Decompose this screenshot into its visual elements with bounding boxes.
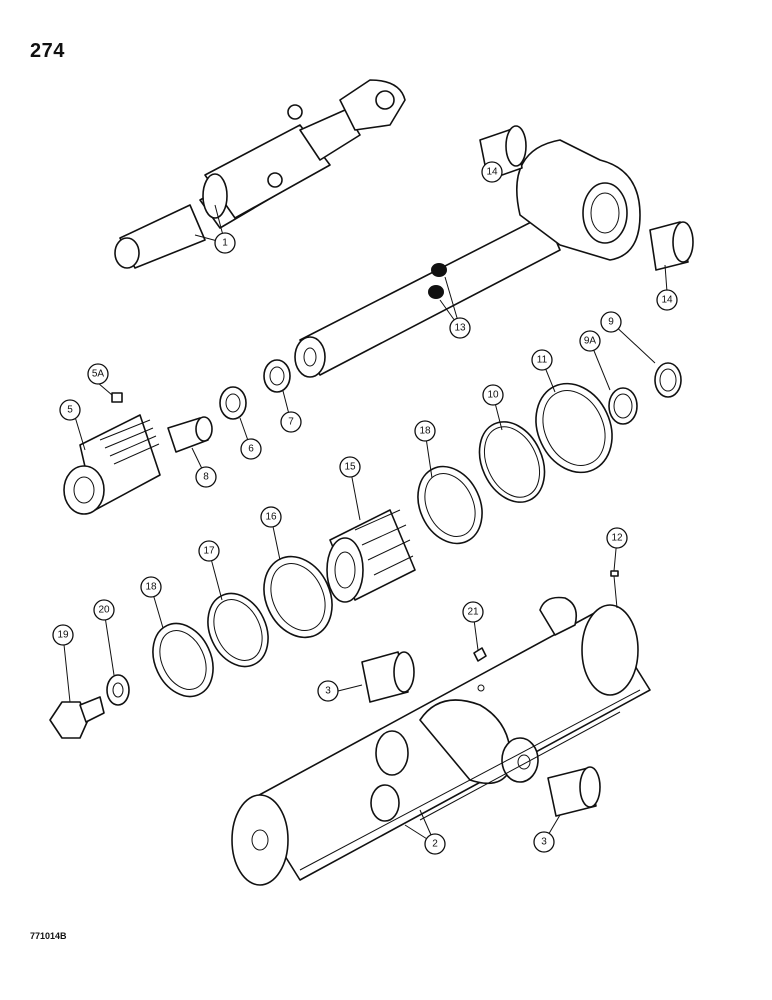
ring-drawings (167, 359, 682, 453)
callout-14-upper: 14 (481, 161, 503, 183)
page-number: 274 (30, 40, 65, 62)
callout-14-lower: 14 (656, 289, 678, 311)
barrel-bushing-drawings (361, 651, 601, 817)
gland-drawing (63, 392, 161, 515)
callout-6: 6 (240, 438, 262, 460)
svg-text:19: 19 (57, 630, 69, 641)
bushing-drawings (479, 125, 694, 271)
callout-18-upper: 18 (414, 420, 436, 442)
svg-text:6: 6 (248, 444, 254, 455)
svg-text:21: 21 (467, 607, 479, 618)
svg-text:3: 3 (325, 686, 331, 697)
svg-text:18: 18 (419, 426, 431, 437)
svg-text:15: 15 (344, 462, 356, 473)
callout-9a: 9A (579, 330, 601, 352)
plug-and-washer-drawing (49, 674, 130, 739)
callout-1: 1 (214, 232, 236, 254)
callout-8: 8 (195, 466, 217, 488)
svg-text:14: 14 (486, 167, 498, 178)
svg-text:5: 5 (67, 405, 73, 416)
svg-text:14: 14 (661, 295, 673, 306)
callout-9: 9 (600, 311, 622, 333)
svg-text:17: 17 (203, 546, 215, 557)
svg-text:9A: 9A (584, 336, 597, 347)
cylinder-barrel-drawing (231, 596, 651, 886)
svg-text:3: 3 (541, 837, 547, 848)
callout-10: 10 (482, 384, 504, 406)
callout-12: 12 (606, 527, 628, 549)
piston-rod-drawing (294, 139, 641, 378)
svg-text:5A: 5A (92, 369, 105, 380)
svg-text:9: 9 (608, 317, 614, 328)
callout-16: 16 (260, 506, 282, 528)
callout-13: 13 (449, 317, 471, 339)
callout-11: 11 (531, 349, 553, 371)
svg-text:7: 7 (288, 417, 294, 428)
callout-21: 21 (462, 601, 484, 623)
cylinder-assembly-drawing (114, 79, 406, 269)
svg-text:12: 12 (611, 533, 623, 544)
callout-20: 20 (93, 599, 115, 621)
piston-drawing (326, 509, 416, 603)
svg-text:16: 16 (265, 512, 277, 523)
seal-ring-drawings (152, 382, 613, 698)
callout-19: 19 (52, 624, 74, 646)
svg-text:13: 13 (454, 323, 466, 334)
svg-text:8: 8 (203, 472, 209, 483)
svg-text:1: 1 (222, 238, 228, 249)
svg-text:20: 20 (98, 605, 110, 616)
svg-text:11: 11 (537, 355, 548, 366)
callout-7: 7 (280, 411, 302, 433)
callout-5a: 5A (87, 363, 109, 385)
callout-15: 15 (339, 456, 361, 478)
callout-5: 5 (59, 399, 81, 421)
callout-2: 2 (424, 833, 446, 855)
svg-text:18: 18 (145, 582, 157, 593)
callout-17: 17 (198, 540, 220, 562)
svg-text:2: 2 (432, 839, 438, 850)
svg-text:10: 10 (487, 390, 499, 401)
callout-3-lower: 3 (533, 831, 555, 853)
figure-reference-code: 771014B (30, 931, 67, 941)
callout-18-lower: 18 (140, 576, 162, 598)
bolt-drawing (610, 570, 619, 609)
callout-3-upper: 3 (317, 680, 339, 702)
